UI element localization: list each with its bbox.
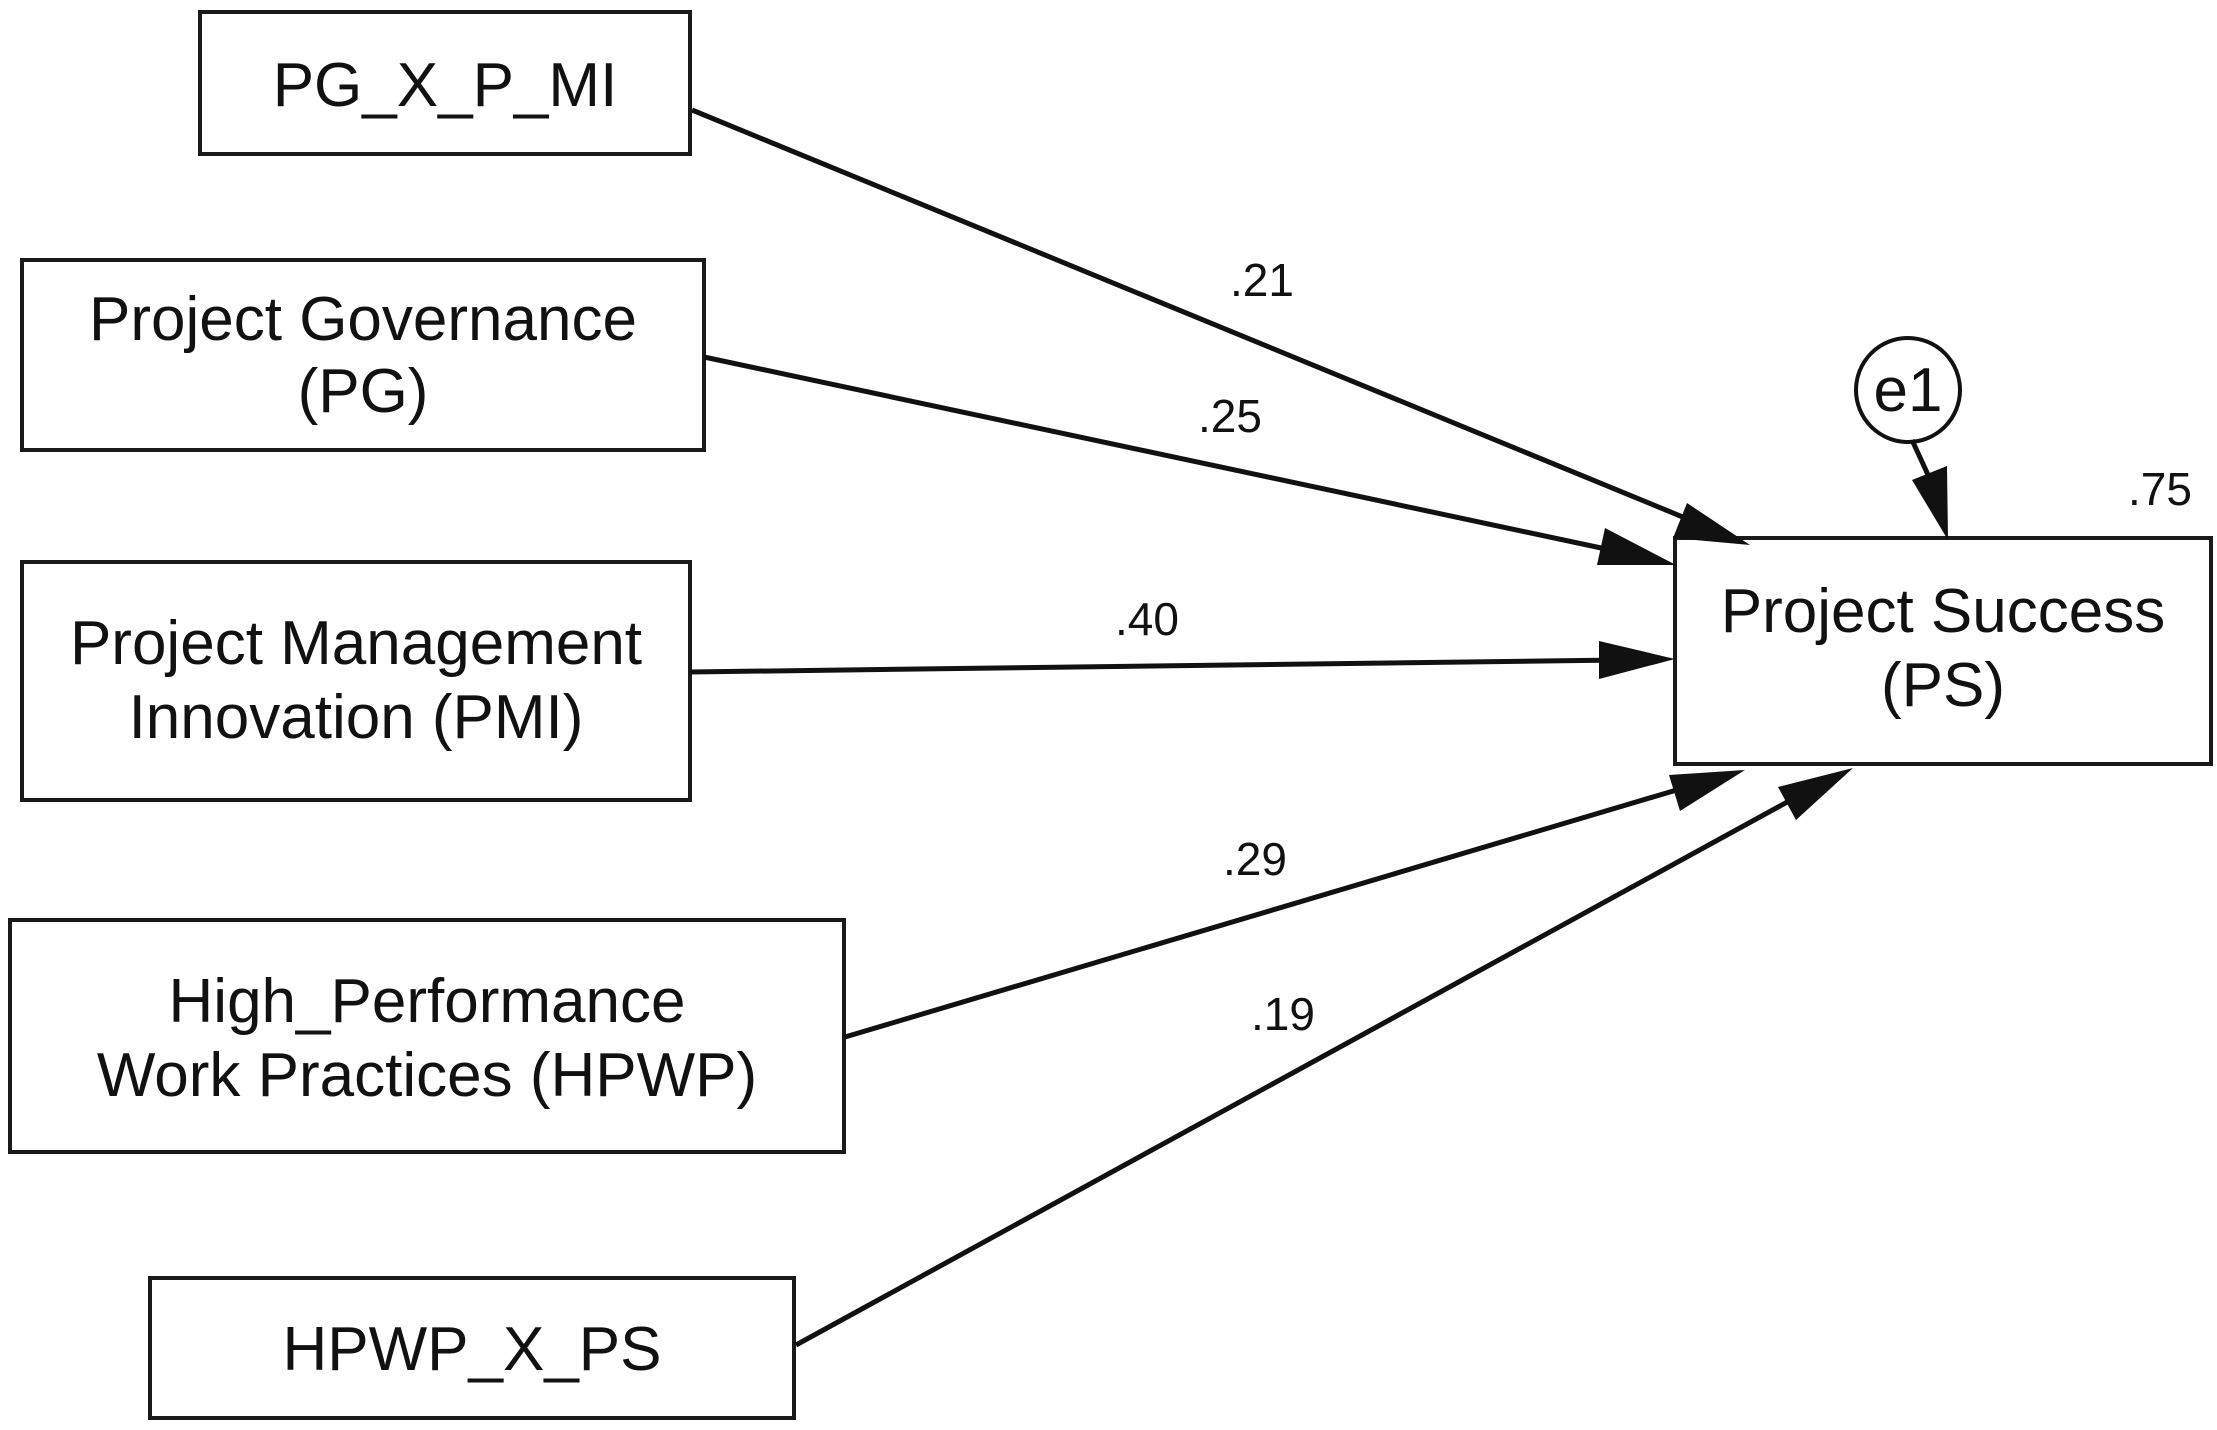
node-label: Project Governance (89, 285, 637, 354)
node-label: High_Performance (169, 967, 686, 1036)
coefficient-label: .19 (1251, 988, 1315, 1040)
node-project-success: Project Success (PS) (1673, 536, 2213, 766)
error-term-e1: e1 (1854, 336, 1962, 444)
node-label: Project Success (1721, 577, 2166, 646)
path-e1 (1909, 438, 1948, 540)
path-pg (703, 354, 1676, 565)
coefficient-label: .25 (1198, 390, 1262, 442)
coefficient-label: .29 (1223, 833, 1287, 885)
path-pmi (689, 641, 1675, 679)
coefficient-label: .21 (1230, 254, 1294, 306)
coefficient-label: .40 (1115, 593, 1179, 645)
node-label: PG_X_P_MI (273, 51, 618, 120)
node-hpwp-x-ps: HPWP_X_PS (148, 1276, 796, 1420)
path-hpwp (844, 770, 1745, 1040)
r-squared-label: .75 (2128, 463, 2192, 515)
node-project-governance: Project Governance (PG) (20, 258, 706, 452)
node-label: Innovation (PMI) (129, 683, 584, 752)
error-term-label: e1 (1874, 356, 1943, 425)
node-label: HPWP_X_PS (282, 1315, 661, 1384)
path-pg-x-p-mi (691, 107, 1750, 545)
node-label: Work Practices (HPWP) (97, 1041, 757, 1110)
node-label: Project Management (70, 609, 642, 678)
node-label: (PG) (298, 357, 429, 426)
node-high-performance-work-practices: High_Performance Work Practices (HPWP) (8, 918, 846, 1154)
node-pg-x-p-mi: PG_X_P_MI (198, 10, 692, 156)
node-label: (PS) (1881, 651, 2005, 720)
node-project-management-innovation: Project Management Innovation (PMI) (20, 560, 692, 802)
path-hpwp-x-ps (794, 768, 1853, 1348)
